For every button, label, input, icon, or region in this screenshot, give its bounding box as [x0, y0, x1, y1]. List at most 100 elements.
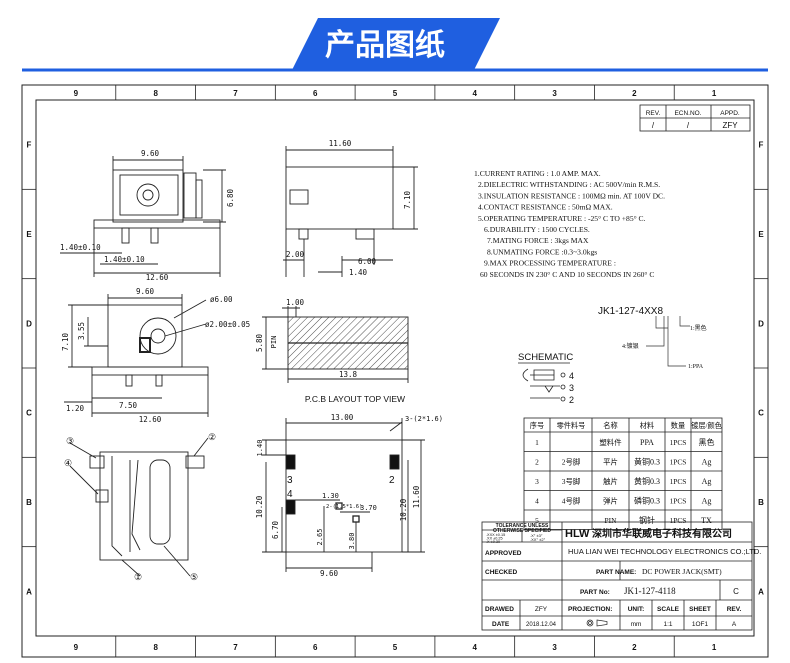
part-name-label: PART NAME: [596, 569, 636, 576]
border-col-label-top: 8 [153, 89, 158, 98]
section-view [69, 437, 209, 577]
tol-row-1: .XXX ±0.15 [486, 533, 505, 537]
drawed-label: DRAWED [485, 606, 514, 613]
pcb-pin3-label: 3 [287, 475, 293, 486]
pcb-holes-dim: 3-(2*1.6) [405, 415, 443, 423]
part-no-label: PART No: [580, 589, 610, 596]
sheet-value: 1OF1 [692, 621, 709, 628]
pin-d2-dim: 5.80 [255, 333, 264, 352]
part-code-plating: 4:镀银 [622, 342, 639, 350]
approved-label: APPROVED [485, 550, 522, 557]
pin-label: PIN [270, 336, 278, 349]
border-col-label-bottom: 9 [74, 643, 79, 652]
bom-cell: 黑色 [699, 437, 715, 447]
border-col-label-top: 4 [473, 89, 478, 98]
bom-cell: 1PCS [670, 496, 687, 505]
pcb-h6-dim: 11.60 [412, 485, 421, 508]
pcb-pad-left [285, 454, 296, 470]
pcb-d1-dim: 1.40 [256, 440, 264, 457]
pcb-layout [262, 418, 425, 572]
bom-cell: 2号脚 [562, 457, 580, 466]
border-col-label-bottom: 8 [153, 643, 158, 652]
side-d1-dim: 2.00 [286, 250, 305, 259]
bottom-d1-dim: 1.20 [66, 404, 85, 413]
border-row-label-right: C [758, 409, 764, 418]
bottom-hole1-dim: ø6.00 [210, 295, 233, 304]
projection-label: PROJECTION: [568, 606, 612, 613]
revision-box: REV. ECN.NO. APPD. / / ZFY [639, 104, 751, 132]
tol-title: TOLERANCE UNLESS [496, 523, 549, 529]
border-row-label-left: B [26, 498, 32, 507]
border-row-label-right: A [758, 587, 764, 596]
unit-label: UNIT: [628, 606, 645, 613]
company-name-en: HUA LIAN WEI TECHNOLOGY ELECTRONICS CO.;… [568, 547, 761, 556]
part-code-material: 1:PPA [688, 364, 704, 370]
spec-line: 1.CURRENT RATING : 1.0 AMP. MAX. [474, 169, 601, 178]
callout-marker: ③ [66, 436, 74, 446]
rev-value: / [652, 121, 655, 130]
bom-cell: 触片 [603, 477, 618, 486]
part-code: JK1-127-4XX8 [598, 306, 663, 317]
pcb-layout-title: P.C.B LAYOUT TOP VIEW [305, 394, 405, 404]
bom-cell: 1PCS [670, 516, 687, 525]
pcb-pad-bottom [285, 499, 296, 515]
border-col-label-top: 5 [393, 89, 398, 98]
pin-len-dim: 13.8 [339, 370, 358, 379]
tol-row-3: .X ±0.30 [486, 540, 500, 544]
part-code-color: 1:黑色 [690, 324, 707, 332]
border-col-label-bottom: 7 [233, 643, 238, 652]
part-rev: C [733, 587, 739, 596]
scale-value: 1:1 [663, 621, 672, 628]
spec-line: 8.UNMATING FORCE :0.3~3.0kgs [487, 247, 597, 256]
part-no: JK1-127-4118 [624, 586, 676, 596]
border-row-label-left: C [26, 409, 32, 418]
pcb-h4-dim: 3.80 [348, 533, 356, 550]
pin-d1-dim: 1.00 [286, 298, 305, 307]
side-d2-dim: 6.00 [358, 257, 377, 266]
ecn-header: ECN.NO. [674, 110, 701, 117]
front-base-dim: 12.60 [146, 273, 169, 282]
border-col-label-top: 1 [712, 89, 717, 98]
border-row-label-right: E [758, 230, 764, 239]
border-row-label-right: F [759, 141, 764, 150]
bom-cell: 塑料件 [599, 438, 622, 447]
pcb-d3-dim: 3.70 [360, 504, 377, 512]
spec-line: 4.CONTACT RESISTANCE : 50mΩ MAX. [478, 203, 613, 212]
bottom-base-dim: 12.60 [139, 415, 162, 424]
spec-line: 60 SECONDS IN 230° C AND 10 SECONDS IN 2… [480, 270, 654, 279]
bom-cell: 黄铜0.3 [634, 476, 660, 486]
spec-list: 1.CURRENT RATING : 1.0 AMP. MAX.2.DIELEC… [474, 169, 665, 279]
projection-icon [586, 619, 608, 627]
banner-title: 产品图纸 [325, 28, 445, 63]
sheet-label: SHEET [689, 606, 711, 613]
pcb-width-dim: 13.00 [331, 413, 354, 422]
pcb-d2-dim: 1.30 [322, 492, 339, 500]
schematic-pin-3: 3 [569, 383, 574, 393]
date-value: 2018.12.04 [526, 622, 557, 628]
bom-cell: 5 [535, 516, 539, 525]
company-logo: HLW [565, 528, 590, 540]
bom-cell: 2 [535, 457, 539, 466]
pcb-pad-right [389, 454, 400, 470]
spec-line: 7.MATING FORCE : 3kgs MAX [487, 236, 589, 245]
bom-cell: 3号脚 [562, 477, 580, 486]
spec-line: 6.DURABILITY : 1500 CYCLES. [484, 225, 590, 234]
front-pin1-dim: 1.40±0.10 [60, 243, 101, 252]
date-label: DATE [492, 621, 510, 628]
bom-cell: 磷铜0.3 [634, 495, 660, 505]
bom-cell: 1 [535, 438, 539, 447]
scale-label: SCALE [657, 606, 680, 613]
bottom-h1-dim: 3.55 [77, 322, 86, 340]
bottom-hole2-dim: ø2.00±0.05 [205, 320, 250, 329]
border-col-label-bottom: 3 [552, 643, 557, 652]
border-col-label-top: 2 [632, 89, 637, 98]
schematic-title: SCHEMATIC [518, 352, 573, 363]
ecn-value: / [687, 121, 690, 130]
bom-cell: 4 [535, 496, 539, 505]
bom-cell: PPA [640, 438, 654, 447]
tol-row-2: .XX ±0.25 [486, 537, 503, 541]
pcb-slot-dim: 2-(1.5*1.6) [326, 504, 362, 510]
